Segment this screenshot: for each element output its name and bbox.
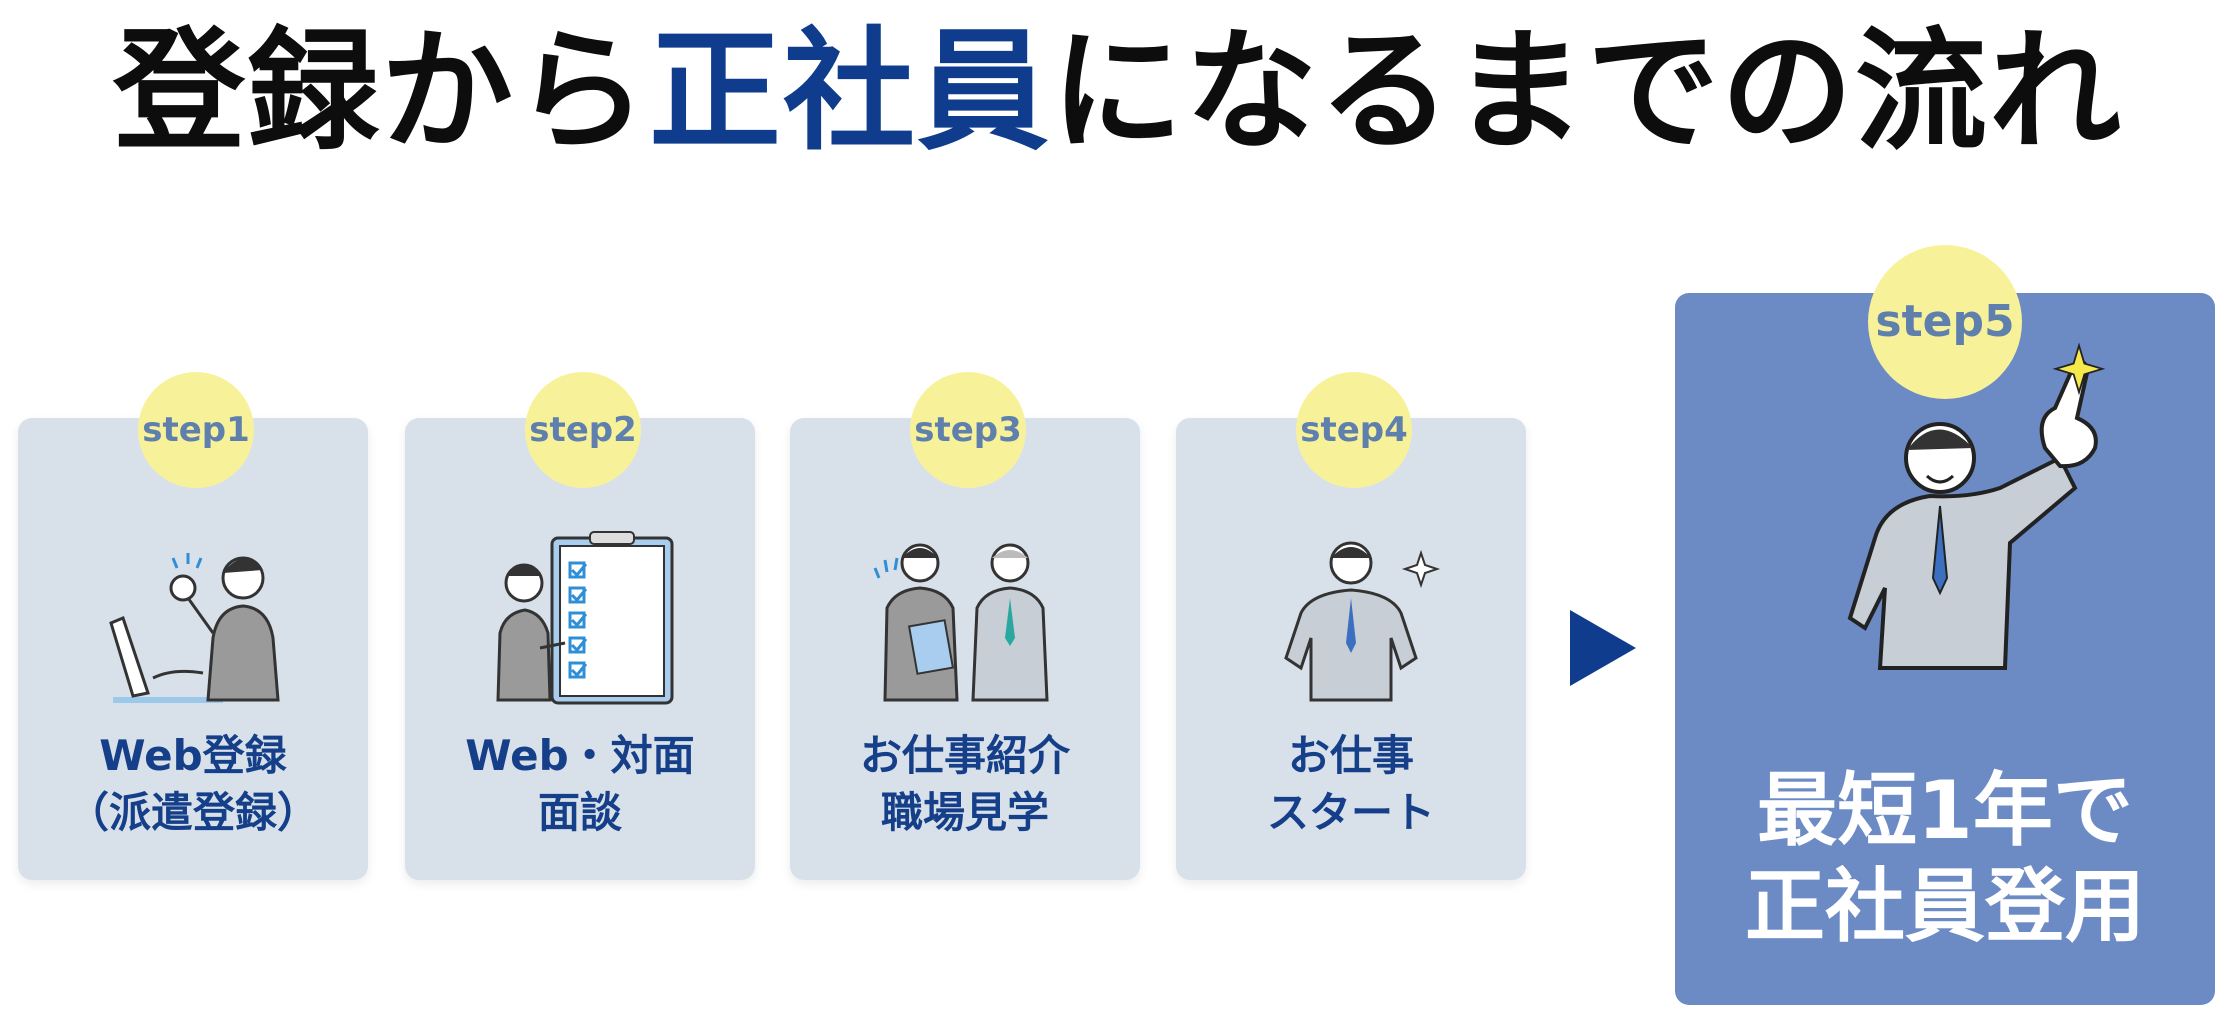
final-line1: 最短1年で: [1757, 764, 2133, 857]
step-card-3: お仕事紹介 職場見学: [790, 418, 1140, 880]
page-title: 登録から正社員になるまでの流れ: [0, 19, 2236, 165]
step1-line1: Web登録: [99, 731, 287, 780]
step-badge-3: step3: [910, 372, 1026, 488]
step-badge-4: step4: [1296, 372, 1412, 488]
person-laptop-ok-icon: [109, 553, 280, 703]
step2-line2: 面談: [537, 787, 622, 837]
arrow-right-icon: [1570, 610, 1636, 686]
final-step-badge: step5: [1868, 245, 2022, 399]
step-label-4: お仕事 スタート: [1176, 728, 1526, 841]
step-badge-2: step2: [525, 372, 641, 488]
final-step-label: 最短1年で 正社員登用: [1675, 763, 2215, 955]
step3-line1: お仕事紹介: [859, 731, 1070, 780]
final-line2: 正社員登用: [1745, 860, 2145, 953]
step-card-4: お仕事 スタート: [1176, 418, 1526, 880]
title-part1: 登録から: [113, 15, 649, 169]
step4-line1: お仕事: [1287, 731, 1414, 780]
step-label-2: Web・対面 面談: [405, 728, 755, 841]
step-label-1: Web登録 （派遣登録）: [18, 728, 368, 841]
step-label-3: お仕事紹介 職場見学: [790, 728, 1140, 841]
person-checklist-icon: [496, 531, 674, 705]
step4-line2: スタート: [1266, 787, 1435, 837]
step2-line1: Web・対面: [465, 731, 695, 780]
step1-line2: （派遣登録）: [66, 787, 319, 837]
two-people-workplace-icon: [873, 543, 1049, 702]
step-card-1: Web登録 （派遣登録）: [18, 418, 368, 880]
title-part2: になるまでの流れ: [1051, 15, 2123, 169]
step3-line2: 職場見学: [880, 787, 1049, 837]
person-pointing-up-icon: [1847, 342, 2105, 670]
title-accent: 正社員: [649, 15, 1051, 169]
final-step-card: 最短1年で 正社員登用: [1675, 293, 2215, 1005]
step-card-2: Web・対面 面談: [405, 418, 755, 880]
step-badge-1: step1: [138, 372, 254, 488]
person-confident-icon: [1284, 541, 1441, 702]
